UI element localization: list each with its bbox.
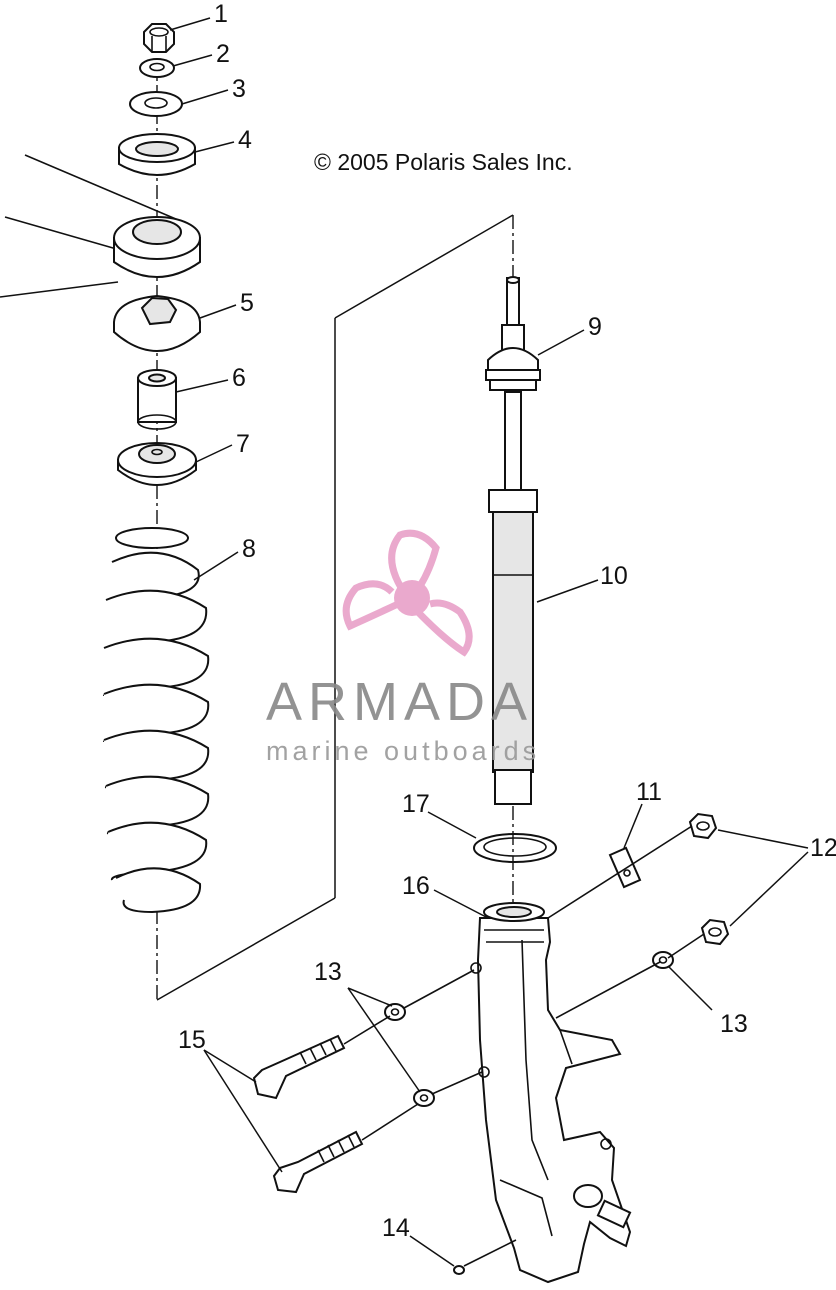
part-1-top-nut: [143, 23, 175, 53]
watermark-brand: ARMADA: [266, 672, 533, 732]
callout-2: 2: [216, 40, 230, 68]
part-2-washer: [139, 58, 175, 78]
part-5-bump-cap: [113, 294, 201, 352]
part-10-shock-body: [488, 489, 538, 805]
callout-9: 9: [588, 313, 602, 341]
callout-4: 4: [238, 126, 252, 154]
reference-lines-left: [0, 154, 191, 298]
callout-13-right: 13: [720, 1010, 748, 1038]
part-8-coil-spring: [103, 527, 210, 914]
part-11-clip: [608, 846, 642, 889]
callout-5: 5: [240, 289, 254, 317]
watermark-tagline: marine outboards: [266, 736, 540, 766]
callout-8: 8: [242, 535, 256, 563]
callout-numbers: 1 2 3 4 5 6 7 8 9 10 11 12 13 13 14 15 1…: [178, 0, 836, 1242]
callout-10: 10: [600, 562, 628, 590]
callout-11: 11: [636, 778, 662, 806]
callout-1: 1: [214, 0, 228, 28]
callout-14: 14: [382, 1214, 410, 1242]
callout-7: 7: [236, 430, 250, 458]
callout-17: 17: [402, 790, 430, 818]
part-15-bolts: [252, 1034, 364, 1194]
part-6-bushing: [137, 369, 177, 430]
upper-spring-seat: [113, 216, 201, 278]
callout-15: 15: [178, 1026, 206, 1054]
callout-12: 12: [810, 834, 836, 862]
propeller-logo-icon: [342, 529, 473, 657]
part-17-gasket-ring: [473, 833, 557, 863]
centerline-left-stack: [156, 60, 514, 1001]
callout-3: 3: [232, 75, 246, 103]
part-12-nuts: [688, 812, 730, 946]
part-9-shock-rod: [485, 276, 541, 493]
part-16-strut-housing: [470, 902, 632, 1284]
watermark: ARMADA marine outboards: [266, 529, 540, 766]
part-4-retainer: [118, 133, 196, 176]
part-3-large-washer: [129, 91, 183, 117]
copyright-notice: © 2005 Polaris Sales Inc.: [314, 149, 573, 175]
callout-13-left: 13: [314, 958, 342, 986]
callout-6: 6: [232, 364, 246, 392]
part-7-lower-seat: [117, 442, 197, 486]
part-14-fitting: [453, 1265, 465, 1275]
leader-lines: [169, 17, 809, 1267]
callout-16: 16: [402, 872, 430, 900]
